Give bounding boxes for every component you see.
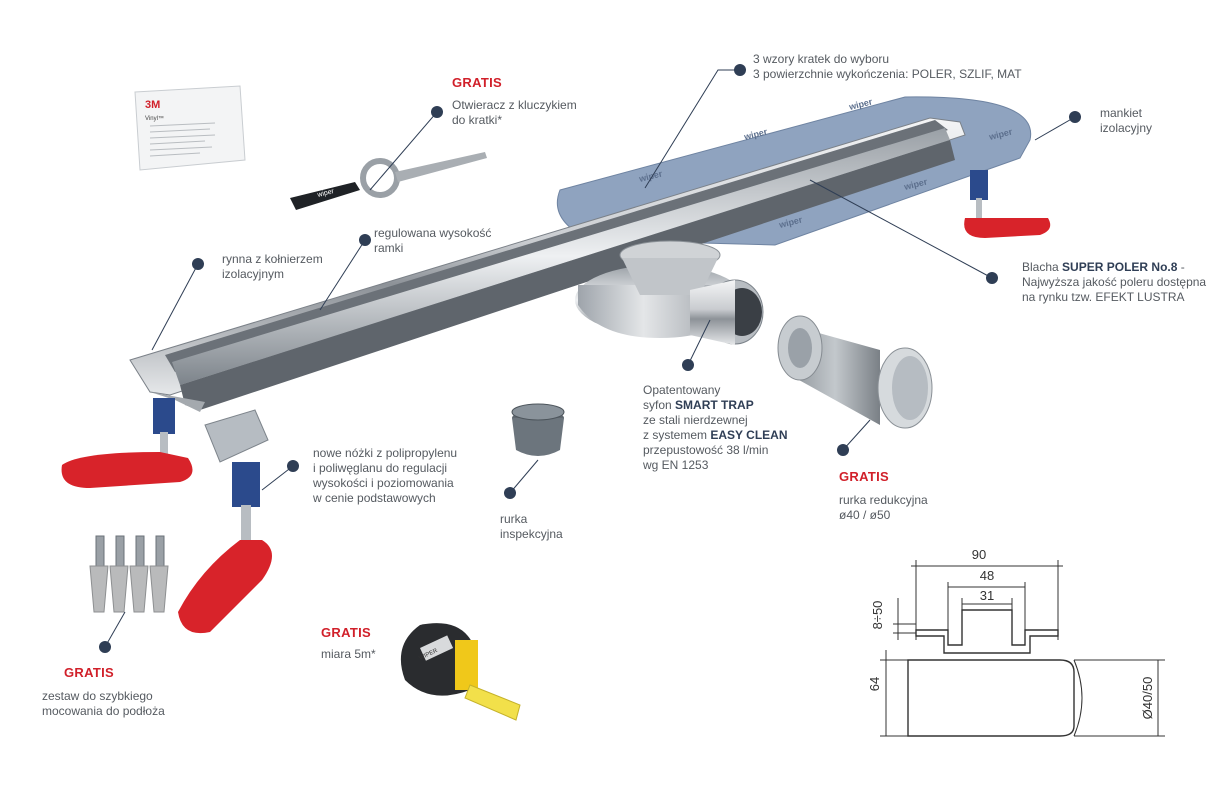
technical-drawing-dimensions: 90 48 31 8÷50 64 Ø40/50 bbox=[867, 547, 1155, 719]
dim-48: 48 bbox=[980, 568, 994, 583]
callout-dot bbox=[99, 641, 111, 653]
callout-dot bbox=[504, 487, 516, 499]
dim-64: 64 bbox=[867, 677, 882, 691]
label-super-poler-sheet: Blacha SUPER POLER No.8 - Najwyższa jako… bbox=[1022, 260, 1207, 304]
gratis-tape-measure: GRATIS bbox=[321, 625, 371, 640]
gratis-opener: GRATIS bbox=[452, 75, 502, 90]
dim-8-50: 8÷50 bbox=[870, 601, 885, 630]
technical-drawing bbox=[880, 560, 1165, 737]
packet-sub: Vinyl™ bbox=[145, 115, 164, 122]
wipe-packet: 3M Vinyl™ bbox=[134, 85, 246, 171]
packet-logo: 3M bbox=[145, 99, 160, 111]
opener-logo: wiper bbox=[316, 188, 336, 199]
callout-dot bbox=[287, 460, 299, 472]
callout-dot bbox=[682, 359, 694, 371]
callout-dot bbox=[837, 444, 849, 456]
callout-dot bbox=[431, 106, 443, 118]
callout-dot bbox=[192, 258, 204, 270]
left-leg-back bbox=[178, 409, 272, 634]
gratis-mounting-kit: GRATIS bbox=[64, 665, 114, 680]
callout-dot bbox=[359, 234, 371, 246]
dim-diameter: Ø40/50 bbox=[1140, 677, 1155, 720]
grate-opener-key: wiper bbox=[290, 152, 487, 210]
gratis-reducer: GRATIS bbox=[839, 469, 889, 484]
collar-leg bbox=[964, 170, 1051, 238]
callout-dot bbox=[1069, 111, 1081, 123]
label-tape-measure: miara 5m* bbox=[321, 647, 376, 661]
siphon-body bbox=[575, 240, 764, 345]
drain-channel bbox=[129, 117, 966, 412]
label-smart-trap-siphon: Opatentowany syfon SMART TRAP ze stali n… bbox=[643, 383, 788, 472]
left-leg-front bbox=[61, 398, 193, 488]
callout-dot bbox=[986, 272, 998, 284]
dim-31: 31 bbox=[980, 588, 994, 603]
reduction-pipe bbox=[777, 315, 933, 429]
callout-dot bbox=[734, 64, 746, 76]
dim-90: 90 bbox=[972, 547, 986, 562]
inspection-pipe bbox=[511, 403, 565, 456]
tape-measure: WIPER bbox=[400, 623, 521, 721]
mounting-kit bbox=[89, 535, 169, 613]
